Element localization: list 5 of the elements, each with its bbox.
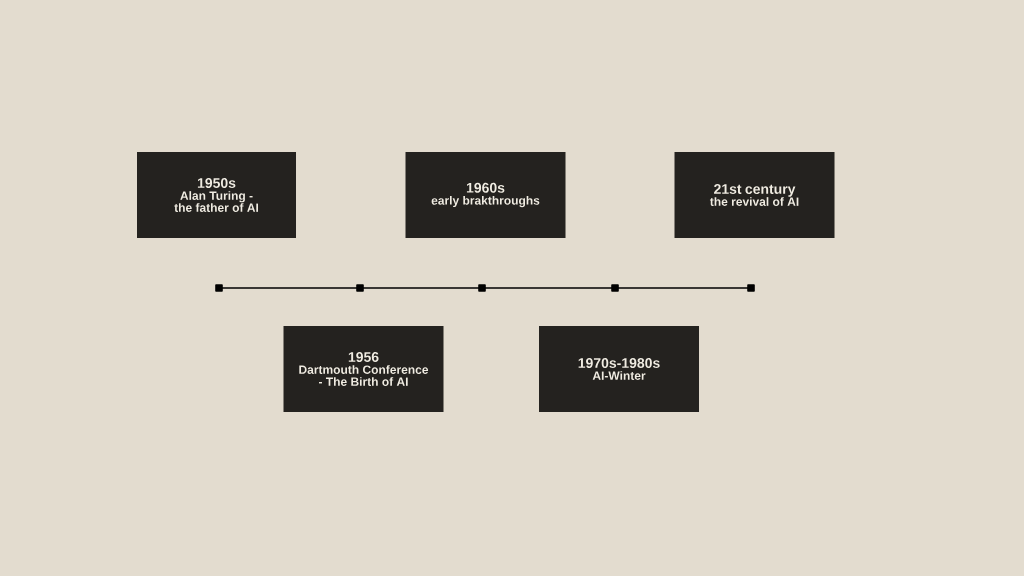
event-card: 21st century the revival of AI: [674, 152, 835, 238]
event-card: 1950s Alan Turing - the father of AI: [137, 152, 296, 238]
event-card: 1970s-1980s AI-Winter: [539, 326, 699, 412]
event-card: 1960s early brakthroughs: [405, 152, 566, 238]
event-card: 1956 Dartmouth Conference - The Birth of AI: [283, 326, 444, 412]
